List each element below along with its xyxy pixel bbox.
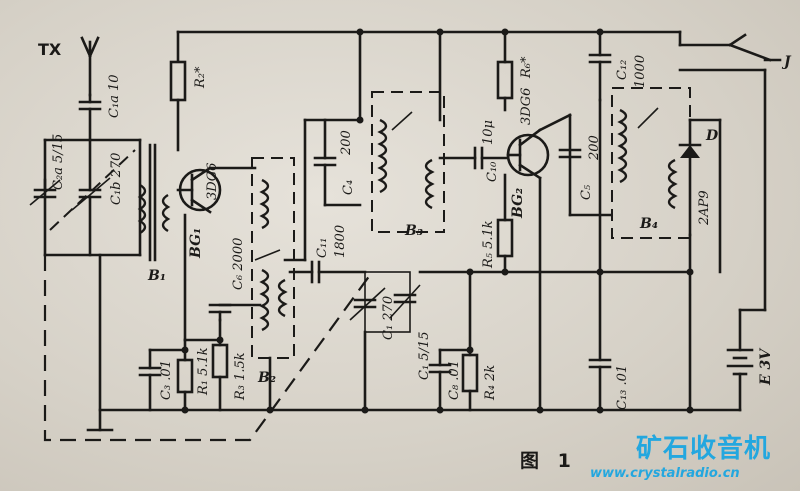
c4-label: C₄	[341, 180, 356, 195]
bg1-type-label: 3DG6	[205, 163, 220, 200]
c13-label: C₁₃ .01	[615, 365, 630, 410]
capacitor-c10	[473, 146, 510, 170]
b1-label: B₁	[147, 268, 166, 284]
c6-label: C₆ 2000	[231, 238, 246, 290]
input-tank	[29, 138, 142, 257]
capacitor-c8	[428, 348, 452, 412]
c3-label: C₃ .01	[159, 360, 174, 400]
capacitor-c5	[558, 148, 582, 159]
bg2-type-label: 3DG6	[519, 88, 534, 125]
gang-link-dashed	[43, 255, 371, 442]
r3-label: R₃ 1.5k	[233, 352, 248, 401]
c1-270-label: C₁ 270	[381, 296, 396, 340]
jack-label: J	[781, 54, 792, 70]
c11-label: C₁₁	[315, 238, 330, 258]
c12-label: C₁₂	[615, 60, 630, 80]
r6-label: R₆*	[519, 56, 534, 79]
c5-label: C₅	[579, 184, 594, 200]
b3-label: B₃	[404, 223, 423, 239]
diode-label: D	[705, 128, 719, 144]
b2-label: B₂	[257, 370, 276, 386]
watermark-title: 矿石收音机	[636, 434, 772, 464]
b4-label: B₄	[639, 216, 658, 232]
watermark-url: www.crystalradio.cn	[590, 466, 740, 481]
battery-e	[726, 308, 767, 412]
c2a-label: C₂a 5/15	[51, 134, 66, 190]
resistor-r3	[211, 343, 229, 379]
c4-value: 200	[339, 130, 354, 156]
c12-value: 1000	[633, 55, 648, 88]
capacitor-c1a	[78, 93, 102, 142]
transformer-b1	[137, 143, 171, 262]
c5-value: 200	[587, 135, 602, 161]
bg1-label: BG₁	[188, 228, 204, 259]
capacitor-c13	[588, 358, 612, 412]
capacitor-c11	[288, 260, 367, 284]
capacitor-c12	[588, 53, 612, 102]
c10-value: 10μ	[481, 120, 496, 145]
earphone-jack	[678, 30, 782, 312]
transformer-b2	[251, 157, 295, 359]
transformer-b3	[371, 91, 445, 233]
r5-label: R₅ 5.1k	[481, 220, 496, 269]
antenna-symbol	[80, 36, 100, 97]
battery-label: E 3V	[758, 347, 774, 386]
c10-label: C₁₀	[485, 161, 500, 182]
resistor-r4	[461, 353, 479, 393]
c11-value: 1800	[333, 225, 348, 258]
r1-label: R₁ 5.1k	[196, 347, 211, 396]
resistor-r2	[169, 60, 187, 102]
oscillator-tank	[349, 271, 421, 412]
bg2-label: BG₂	[510, 188, 526, 219]
diode-type-label: 2AP9	[697, 190, 712, 226]
c1a-label: C₁a 10	[107, 74, 122, 118]
figure-caption: 图 1	[520, 450, 577, 472]
capacitor-c4	[313, 118, 362, 207]
transistor-bg1	[176, 166, 222, 214]
c1-515-label: C₁ 5/15	[417, 332, 432, 380]
capacitor-c3	[138, 348, 187, 412]
junction-dots	[181, 28, 694, 414]
r4-label: R₄ 2k	[483, 365, 498, 401]
c8-label: C₈ .01	[447, 360, 462, 400]
r2-label: R₂*	[193, 66, 208, 89]
resistor-r6	[496, 60, 514, 100]
antenna-label: TX	[38, 40, 62, 59]
transistor-bg2	[506, 128, 550, 180]
diode-d	[678, 118, 702, 237]
resistor-r5	[496, 218, 514, 258]
resistor-r1	[176, 358, 194, 394]
c1b-label: C₁b 270	[109, 153, 124, 205]
